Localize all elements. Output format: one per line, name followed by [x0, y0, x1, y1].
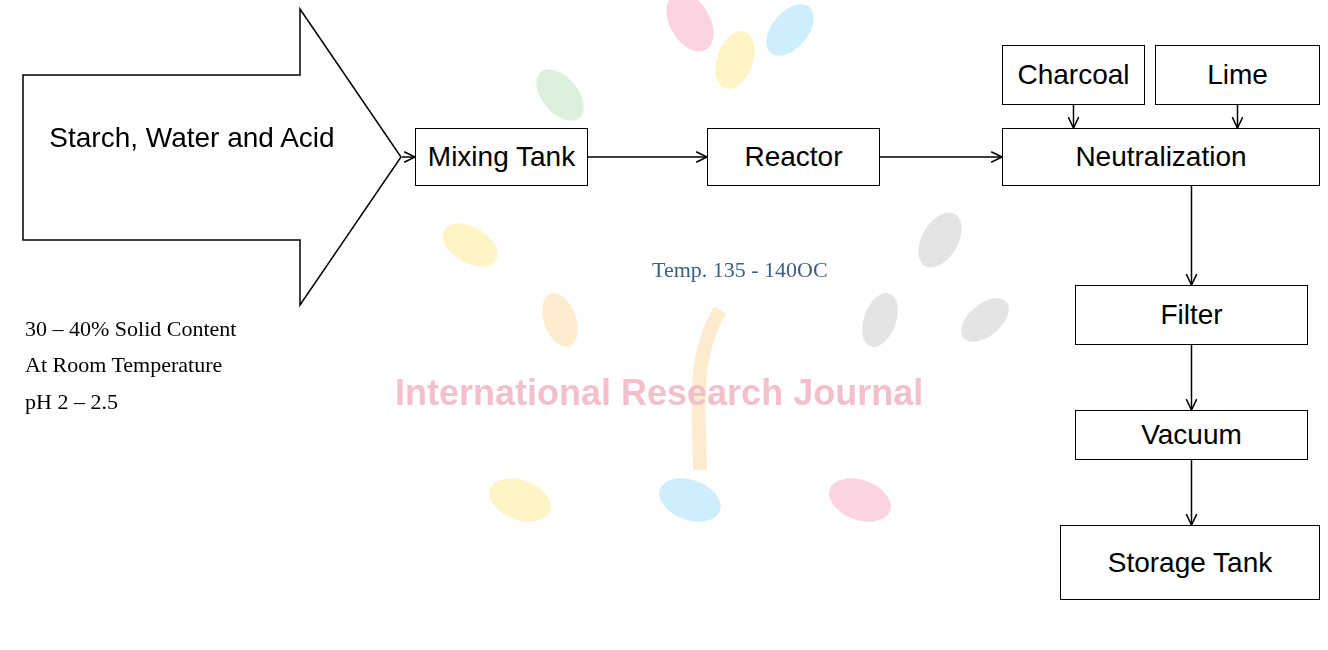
box-text: Reactor [744, 140, 842, 174]
input-arrow: Starch, Water and Acid [22, 8, 402, 306]
condition-note: pH 2 – 2.5 [25, 389, 118, 415]
input-box: Lime [1155, 45, 1320, 105]
process-box: Neutralization [1002, 128, 1320, 186]
flow-arrow [1232, 105, 1242, 128]
box-text: Storage Tank [1108, 546, 1273, 580]
input-box: Charcoal [1002, 45, 1145, 105]
process-box: Storage Tank [1060, 525, 1320, 600]
flow-arrow [588, 152, 707, 162]
process-box: Mixing Tank [415, 128, 588, 186]
arrow-outline [22, 8, 402, 306]
box-text: Lime [1207, 58, 1268, 92]
process-box: Reactor [707, 128, 880, 186]
process-box: Filter [1075, 285, 1308, 345]
box-text: Neutralization [1075, 140, 1246, 174]
condition-note: 30 – 40% Solid Content [25, 316, 236, 342]
arrow-text: Starch, Water and Acid [42, 120, 342, 155]
box-text: Filter [1160, 298, 1222, 332]
flow-arrow [880, 152, 1002, 162]
watermark: International Research Journal [395, 372, 923, 414]
flow-arrow [402, 152, 415, 162]
box-text: Charcoal [1017, 58, 1129, 92]
box-text: Vacuum [1141, 418, 1242, 452]
flow-arrow [1186, 345, 1196, 410]
temperature-note: Temp. 135 - 140OC [652, 257, 828, 283]
flow-arrow [1068, 105, 1078, 128]
flow-arrow [1186, 186, 1196, 285]
flow-arrow [1186, 460, 1196, 525]
box-text: Mixing Tank [428, 140, 575, 174]
condition-note: At Room Temperature [25, 352, 222, 378]
process-box: Vacuum [1075, 410, 1308, 460]
